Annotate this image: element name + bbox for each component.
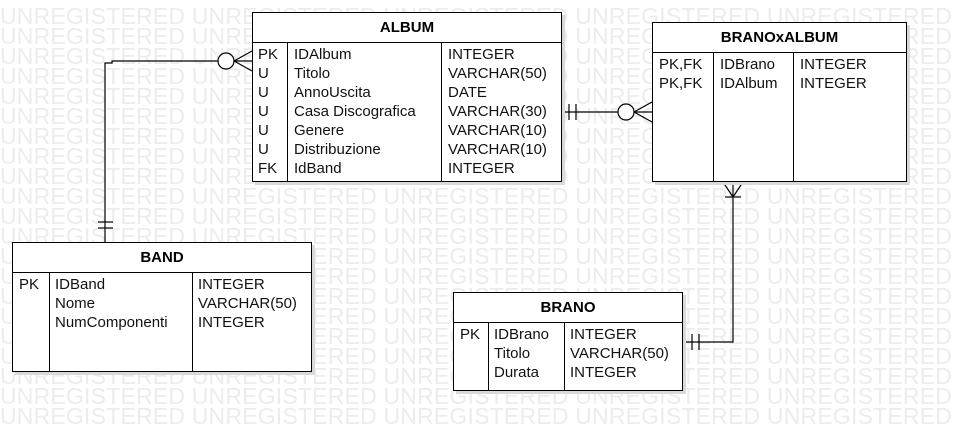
attribute-cell: INTEGER xyxy=(448,160,515,177)
album-many-marker xyxy=(233,50,253,62)
attribute-cell: IDBrano xyxy=(494,326,550,343)
attribute-cell: VARCHAR(30) xyxy=(448,103,547,120)
attribute-cell: Durata xyxy=(494,364,540,381)
attribute-cell: INTEGER xyxy=(198,276,265,293)
attribute-cell: Distribuzione xyxy=(294,141,381,158)
key-column: PK,FK PK,FK xyxy=(653,53,714,181)
attribute-cell: PK xyxy=(19,276,40,293)
attribute-cell: U xyxy=(258,122,269,139)
attribute-cell: VARCHAR(50) xyxy=(198,295,297,312)
attribute-cell: PK xyxy=(460,326,481,343)
attribute-cell: INTEGER xyxy=(570,326,637,343)
attribute-cell: VARCHAR(10) xyxy=(448,122,547,139)
attribute-cell: PK xyxy=(258,46,279,63)
attribute-cell xyxy=(19,294,49,313)
album-zero-marker xyxy=(217,52,235,70)
attribute-cell: U xyxy=(258,103,269,120)
branoxalbum-many-marker xyxy=(633,101,653,113)
attribute-cell: FK xyxy=(258,160,278,177)
attribute-cell: Titolo xyxy=(294,65,331,82)
brano-branoxalbum-relationship[interactable] xyxy=(683,181,744,350)
attribute-cell: U xyxy=(258,84,269,101)
attribute-cell: INTEGER xyxy=(198,314,265,331)
attribute-type-column: INTEGER INTEGER xyxy=(794,53,906,181)
entity-title: ALBUM xyxy=(253,13,561,43)
attribute-cell: IdBand xyxy=(294,160,342,177)
attribute-type-column: INTEGER VARCHAR(50) INTEGER xyxy=(565,323,682,390)
attribute-cell: AnnoUscita xyxy=(294,84,371,101)
branoxalbum-many-marker xyxy=(633,111,653,123)
entity-title: BRANO xyxy=(454,293,682,323)
attribute-cell: PK,FK xyxy=(659,56,703,73)
attribute-cell: PK,FK xyxy=(659,75,703,92)
branoxalbum-crowfoot-marker xyxy=(722,181,734,198)
attribute-cell: INTEGER xyxy=(448,46,515,63)
entity-title: BRANOxALBUM xyxy=(653,23,906,53)
attribute-cell: IDBand xyxy=(55,276,106,293)
album-branoxalbum-relationship[interactable] xyxy=(562,101,653,123)
attribute-cell: Nome xyxy=(55,295,96,312)
attribute-cell: INTEGER xyxy=(800,56,867,73)
branoxalbum-crowfoot-marker xyxy=(732,181,744,198)
band-album-relationship[interactable] xyxy=(98,50,253,242)
attribute-type-column: INTEGER VARCHAR(50) INTEGER xyxy=(193,273,311,371)
attribute-cell: U xyxy=(258,65,269,82)
key-column: PK xyxy=(13,273,50,371)
attribute-cell xyxy=(460,363,488,382)
attribute-cell: Casa Discografica xyxy=(294,103,416,120)
attribute-cell: IDAlbum xyxy=(294,46,352,63)
attribute-cell: IDBrano xyxy=(720,56,776,73)
attribute-cell xyxy=(460,344,488,363)
attribute-cell: Titolo xyxy=(494,345,531,362)
attribute-cell: VARCHAR(50) xyxy=(570,345,669,362)
entity-title: BAND xyxy=(13,243,311,273)
attribute-cell: DATE xyxy=(448,84,487,101)
album-many-marker xyxy=(233,60,253,72)
branoxalbum-zero-marker xyxy=(617,103,635,121)
attribute-cell: VARCHAR(50) xyxy=(448,65,547,82)
attribute-cell: INTEGER xyxy=(570,364,637,381)
attribute-cell: INTEGER xyxy=(800,75,867,92)
attribute-cell: U xyxy=(258,141,269,158)
attribute-cell: IDAlbum xyxy=(720,75,778,92)
key-column: PK xyxy=(454,323,489,390)
attribute-cell xyxy=(19,313,49,332)
attribute-cell: Genere xyxy=(294,122,345,139)
attribute-cell: NumComponenti xyxy=(55,314,168,331)
attribute-cell: VARCHAR(10) xyxy=(448,141,547,158)
attribute-type-column: INTEGER VARCHAR(50) DATE VARCHAR(30) VARCHAR… xyxy=(442,43,561,181)
